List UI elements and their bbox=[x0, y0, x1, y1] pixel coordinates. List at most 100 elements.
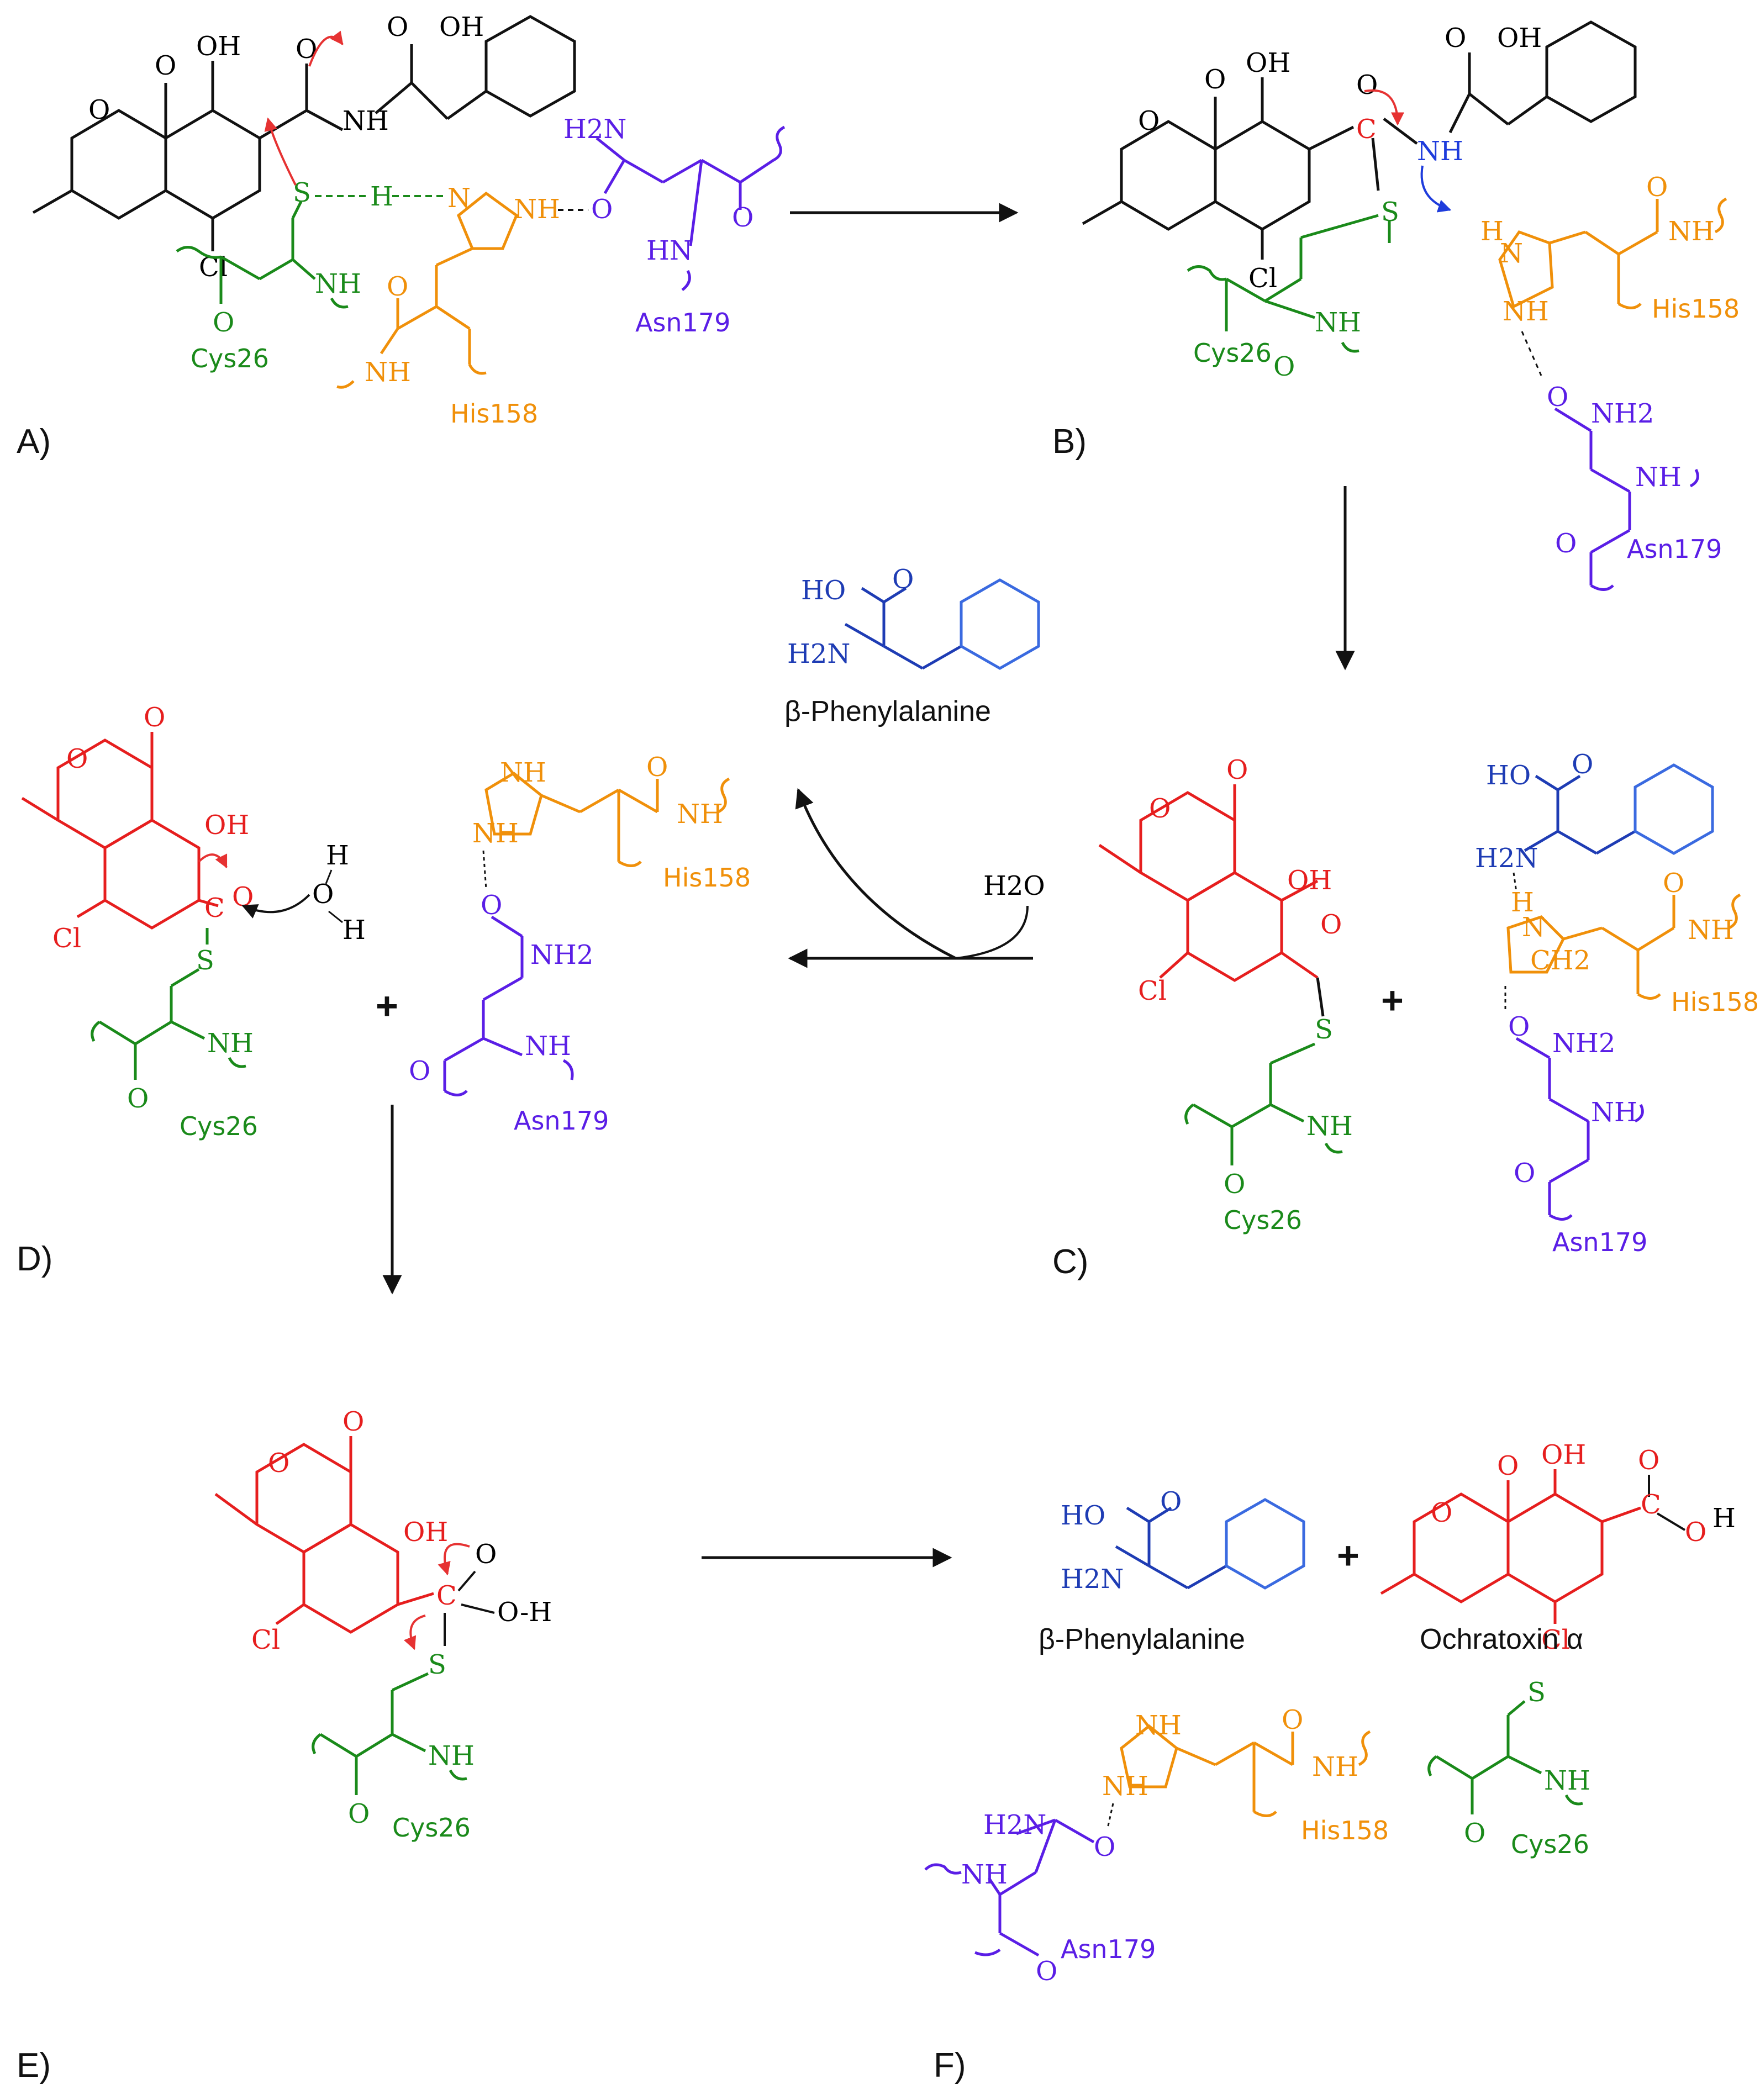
acid-o: O bbox=[387, 12, 408, 43]
f-his-amide-nh: NH bbox=[1312, 1751, 1358, 1782]
panel-c: O O OH O Cl S NH O Cys26 + bbox=[1052, 749, 1759, 1281]
c-carbonyl-o: O bbox=[1226, 754, 1248, 785]
c-ring-o: O bbox=[1149, 793, 1171, 824]
phenylalanine-label-1: β-Phenylalanine bbox=[784, 695, 991, 727]
c-cys-o: O bbox=[1224, 1169, 1245, 1200]
f-asn-o: O bbox=[1094, 1832, 1115, 1862]
d-phenol-oh: OH bbox=[204, 810, 249, 841]
plus-c: + bbox=[1381, 979, 1404, 1022]
panel-f: HO O H2N β-Phenylalanine + O O OH C O O … bbox=[924, 1439, 1736, 2085]
f-phe-h2n: H2N bbox=[1061, 1564, 1124, 1595]
e-oxyanion: O bbox=[475, 1539, 497, 1570]
asn-hn-a: HN bbox=[646, 235, 693, 266]
amide-o: O bbox=[296, 34, 317, 65]
asn179-residue-c bbox=[1515, 1037, 1644, 1221]
f-acid-o1: O bbox=[1638, 1445, 1659, 1476]
plus-f: + bbox=[1337, 1534, 1359, 1577]
plus-d: + bbox=[376, 984, 398, 1027]
panel-label-c: C) bbox=[1052, 1243, 1088, 1281]
f-thiolate-s: S bbox=[1527, 1677, 1546, 1708]
c-his-n: N bbox=[1522, 912, 1545, 943]
his-nh-a: NH bbox=[514, 194, 560, 225]
his158-label-b: His158 bbox=[1652, 294, 1740, 324]
ochratoxin-alpha-structure bbox=[1380, 1469, 1641, 1624]
panel-d: O O OH C O Cl H O H S NH O Cys26 + bbox=[17, 702, 751, 1278]
water-label: H2O bbox=[983, 870, 1045, 901]
cys-o-a: O bbox=[213, 307, 234, 338]
f-his-o: O bbox=[1282, 1705, 1303, 1735]
ring-o: O bbox=[88, 94, 110, 125]
e-cys-o: O bbox=[348, 1798, 370, 1829]
c-asn-nh2: NH2 bbox=[1552, 1028, 1615, 1059]
cys26-residue-e bbox=[312, 1672, 467, 1795]
d-asn-co: O bbox=[409, 1056, 430, 1086]
asn179-label-d: Asn179 bbox=[514, 1106, 609, 1136]
asn179-label-b: Asn179 bbox=[1627, 534, 1722, 564]
arrow-release-phe bbox=[795, 788, 957, 960]
cys26-label-a: Cys26 bbox=[191, 344, 269, 373]
b-nh: NH bbox=[1417, 136, 1463, 167]
f-cys-nh: NH bbox=[1544, 1765, 1590, 1796]
d-his-nh-plus: NH bbox=[500, 757, 546, 788]
d-asn-o: O bbox=[481, 890, 502, 921]
f-asn-h2n: H2N bbox=[983, 1809, 1046, 1840]
c-his-o: O bbox=[1663, 868, 1684, 899]
b-acid-o: O bbox=[1445, 23, 1466, 54]
d-water-h1: H bbox=[326, 840, 349, 871]
b-carbon: C bbox=[1356, 114, 1377, 145]
b-acid-oh: OH bbox=[1497, 23, 1542, 54]
f-phe-ho: HO bbox=[1061, 1500, 1105, 1531]
c-his-nh: NH bbox=[1688, 915, 1734, 946]
d-asn-nh: NH bbox=[525, 1031, 571, 1062]
c-thioester-o: O bbox=[1320, 909, 1342, 940]
phe-ho: HO bbox=[801, 575, 846, 606]
e-s: S bbox=[428, 1649, 446, 1680]
b-s: S bbox=[1381, 197, 1399, 228]
b-asn-nh: NH bbox=[1635, 462, 1682, 493]
b-his-nh: NH bbox=[1668, 216, 1715, 247]
panel-label-d: D) bbox=[17, 1240, 52, 1278]
arrow-water-in bbox=[955, 905, 1029, 959]
d-water-o: O bbox=[312, 879, 334, 910]
panel-label-a: A) bbox=[17, 423, 51, 461]
his-amide-nh-a: NH bbox=[365, 357, 411, 388]
f-acid-c: C bbox=[1641, 1489, 1661, 1520]
f-his-nh-plus: NH bbox=[1135, 1710, 1182, 1741]
b-asn-nh2: NH2 bbox=[1591, 398, 1654, 429]
phe-his-complex bbox=[1524, 774, 1636, 855]
d-chlorine: Cl bbox=[52, 923, 81, 954]
f-phenol-oh: OH bbox=[1541, 1439, 1586, 1470]
b-his-h: H bbox=[1480, 216, 1504, 247]
bridging-h: H bbox=[370, 181, 393, 212]
his158-label-a: His158 bbox=[450, 399, 538, 429]
carbonyl-o: O bbox=[155, 50, 176, 81]
asn-co-a: O bbox=[732, 202, 753, 233]
panel-label-f: F) bbox=[934, 2046, 966, 2085]
his158-residue-b bbox=[1498, 197, 1727, 309]
d-cys-o: O bbox=[127, 1083, 149, 1114]
e-phenol-oh: OH bbox=[403, 1517, 448, 1548]
phenylalanine-product bbox=[1115, 1506, 1227, 1590]
cys26-label-b: Cys26 bbox=[1193, 338, 1272, 368]
cys26-residue-b bbox=[1187, 214, 1391, 353]
d-water-h2: H bbox=[342, 915, 366, 946]
e-ring-o: O bbox=[268, 1448, 289, 1479]
b-his-o: O bbox=[1646, 172, 1668, 203]
c-phe-o: O bbox=[1572, 749, 1593, 780]
amide-nh: NH bbox=[342, 105, 389, 136]
f-acid-o2: O bbox=[1685, 1517, 1706, 1548]
f-phe-o: O bbox=[1160, 1486, 1182, 1517]
asn179-residue-f bbox=[924, 1818, 1095, 1957]
tetrahedral-intermediate-e bbox=[214, 1436, 434, 1634]
his158-residue-d bbox=[484, 771, 730, 867]
his158-label-c: His158 bbox=[1671, 987, 1759, 1017]
asn179-label-f: Asn179 bbox=[1061, 1934, 1156, 1964]
b-ring-o: O bbox=[1138, 105, 1160, 136]
c-s: S bbox=[1315, 1014, 1333, 1045]
acid-oh: OH bbox=[439, 12, 484, 43]
f-acid-h: H bbox=[1712, 1503, 1736, 1534]
b-asn-co: O bbox=[1555, 528, 1577, 559]
asn179-label-a: Asn179 bbox=[635, 308, 730, 337]
d-carbonyl-o: O bbox=[144, 702, 165, 733]
